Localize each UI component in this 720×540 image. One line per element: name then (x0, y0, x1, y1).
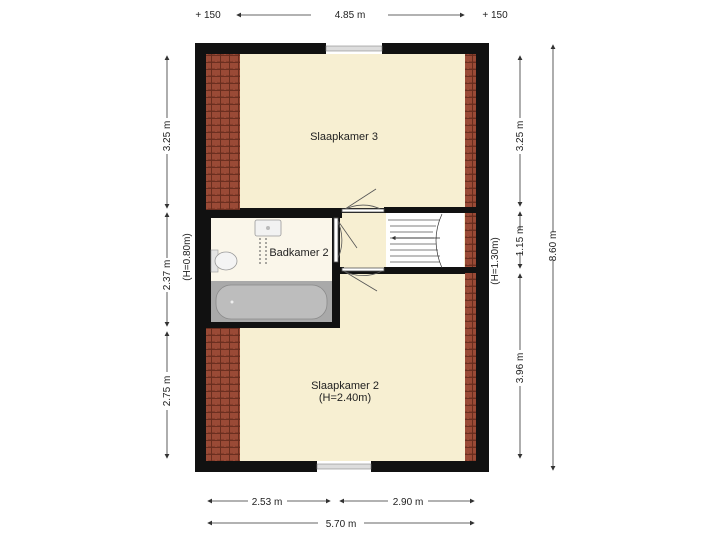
floor-slaapkamer-2-strip (340, 274, 476, 334)
roof-tiles-icon (206, 54, 240, 210)
dim-right-total: 8.60 m (548, 231, 559, 262)
floor-stair-landing (386, 213, 464, 268)
room-label-slaapkamer-2: Slaapkamer 2 (311, 380, 379, 392)
floor-slaapkamer-2 (206, 328, 476, 461)
dim-right-middle: 1.15 m (515, 226, 526, 257)
dim-bottom-right: 2.90 m (393, 497, 424, 508)
wall-bath-left (206, 210, 211, 328)
floor-slaapkamer-3 (206, 54, 476, 208)
floor-hallway (340, 213, 386, 269)
wall-upper-divider-right (384, 207, 476, 213)
door-swing-icon (333, 217, 358, 263)
dim-left-middle: 2.37 m (162, 260, 173, 291)
staircase-icon (388, 213, 443, 269)
toilet-icon (210, 249, 238, 273)
dim-left-lower: 2.75 m (162, 376, 173, 407)
dim-bottom-total: 5.70 m (326, 519, 357, 530)
dim-top-left-offset: + 150 (195, 10, 221, 21)
dim-right-height-note: (H=1.30m) (490, 237, 501, 285)
roof-tiles-icon (206, 328, 240, 461)
dim-top-span: 4.85 m (335, 10, 366, 21)
dimension-arrow-icon (164, 12, 556, 526)
dim-right-upper: 3.25 m (515, 121, 526, 152)
room-label-slaapkamer-3: Slaapkamer 3 (310, 131, 378, 143)
dim-right-lower: 3.96 m (515, 353, 526, 384)
wall-bath-right-top (332, 210, 340, 218)
dim-left-height-note: (H=0.80m) (182, 233, 193, 281)
room-label-badkamer-2: Badkamer 2 (269, 247, 328, 259)
dim-top-right-offset: + 150 (482, 10, 508, 21)
bathtub-icon (211, 281, 332, 322)
roof-tiles-icon (465, 54, 476, 207)
door-swing-icon (341, 188, 385, 213)
roof-tiles-icon (465, 273, 476, 461)
door-swing-icon (341, 267, 385, 292)
wall-upper-divider-left (206, 210, 290, 218)
dim-bottom-left: 2.53 m (252, 497, 283, 508)
window-icon (325, 43, 383, 54)
window-icon (316, 461, 372, 472)
wall-bath-bottom (206, 322, 340, 328)
roof-tiles-icon (465, 213, 476, 267)
sink-icon (254, 219, 282, 264)
wall-stair-bottom (384, 267, 476, 273)
wall-bath-right (332, 262, 340, 328)
room-height-slaapkamer-2: (H=2.40m) (319, 392, 371, 404)
dim-left-upper: 3.25 m (162, 121, 173, 152)
